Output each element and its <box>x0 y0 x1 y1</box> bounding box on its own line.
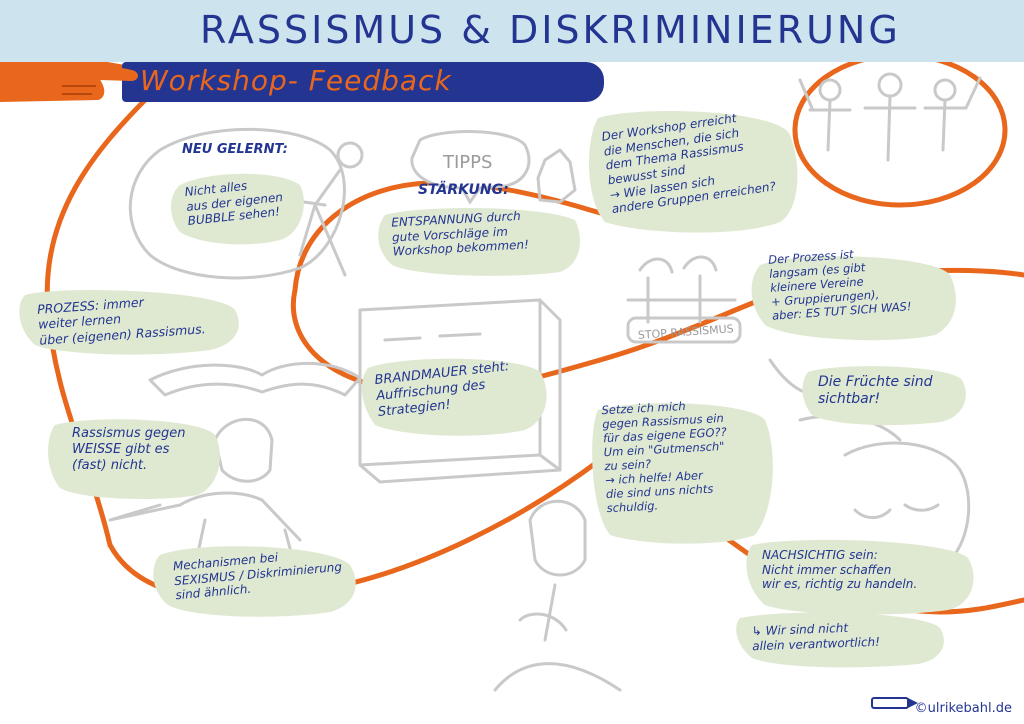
pen-icon <box>871 697 918 709</box>
title-band <box>0 0 1024 62</box>
staerkung-heading: STÄRKUNG: <box>418 182 509 198</box>
running-figure-icon <box>288 141 364 277</box>
thumbs-up-icon <box>536 148 577 204</box>
highlight-blob-mechanismen <box>153 546 356 617</box>
highlight-blob-workshop <box>588 111 798 233</box>
highlight-blob-prozess-langsam <box>751 256 956 341</box>
nachsichtig-note: NACHSICHTIG sein: Nicht immer schaffen w… <box>762 548 918 592</box>
pointing-hand-overlay-icon <box>0 63 138 102</box>
highlight-blob-nachsichtig <box>746 539 974 615</box>
author-credit[interactable]: ©ulrikebahl.de <box>914 701 1012 716</box>
staerkung-text: ENTSPANNUNG durch gute Vorschläge im Wor… <box>390 208 530 259</box>
subtitle-banner <box>122 62 604 102</box>
highlight-blob-verantwortlich <box>736 612 944 668</box>
highlight-blob-fruechte <box>802 366 966 426</box>
open-book-icon <box>148 361 362 397</box>
stop-rassismus-sign: STOP RASSISMUS <box>637 322 734 342</box>
tipps-speech-bubble: TIPPS <box>410 130 531 205</box>
protest-group-icon <box>626 255 742 344</box>
people-group-icon <box>798 72 982 162</box>
subtitle-text: Workshop- Feedback <box>140 64 452 97</box>
page-title: RASSISMUS & DISKRIMINIERUNG <box>200 8 901 52</box>
ego-note: Setze ich mich gegen Rassismus ein für d… <box>601 398 728 516</box>
verantwortlich-note: ↳ Wir sind nicht allein verantwortlich! <box>751 620 881 653</box>
rassismus-weisse-note: Rassismus gegen WEISSE gibt es (fast) ni… <box>72 426 186 473</box>
highlight-blob-prozess-lernen <box>19 290 239 355</box>
highlight-blob-staerkung <box>378 208 580 276</box>
prozess-langsam-note: Der Prozess ist langsam (es gibt kleiner… <box>767 246 912 323</box>
highlight-blob-weisse <box>48 419 220 500</box>
highlight-blob-brandmauer <box>361 358 547 436</box>
tipps-label: TIPPS <box>442 152 492 173</box>
bubble-sketch-icon <box>128 127 346 280</box>
highlight-blob-ego <box>592 403 773 544</box>
neu-gelernt-heading: NEU GELERNT: <box>182 142 288 157</box>
highlight-blob-bubble <box>171 173 304 245</box>
fruechte-note: Die Früchte sind sichtbar! <box>818 374 933 408</box>
thinking-person-icon <box>493 499 622 692</box>
